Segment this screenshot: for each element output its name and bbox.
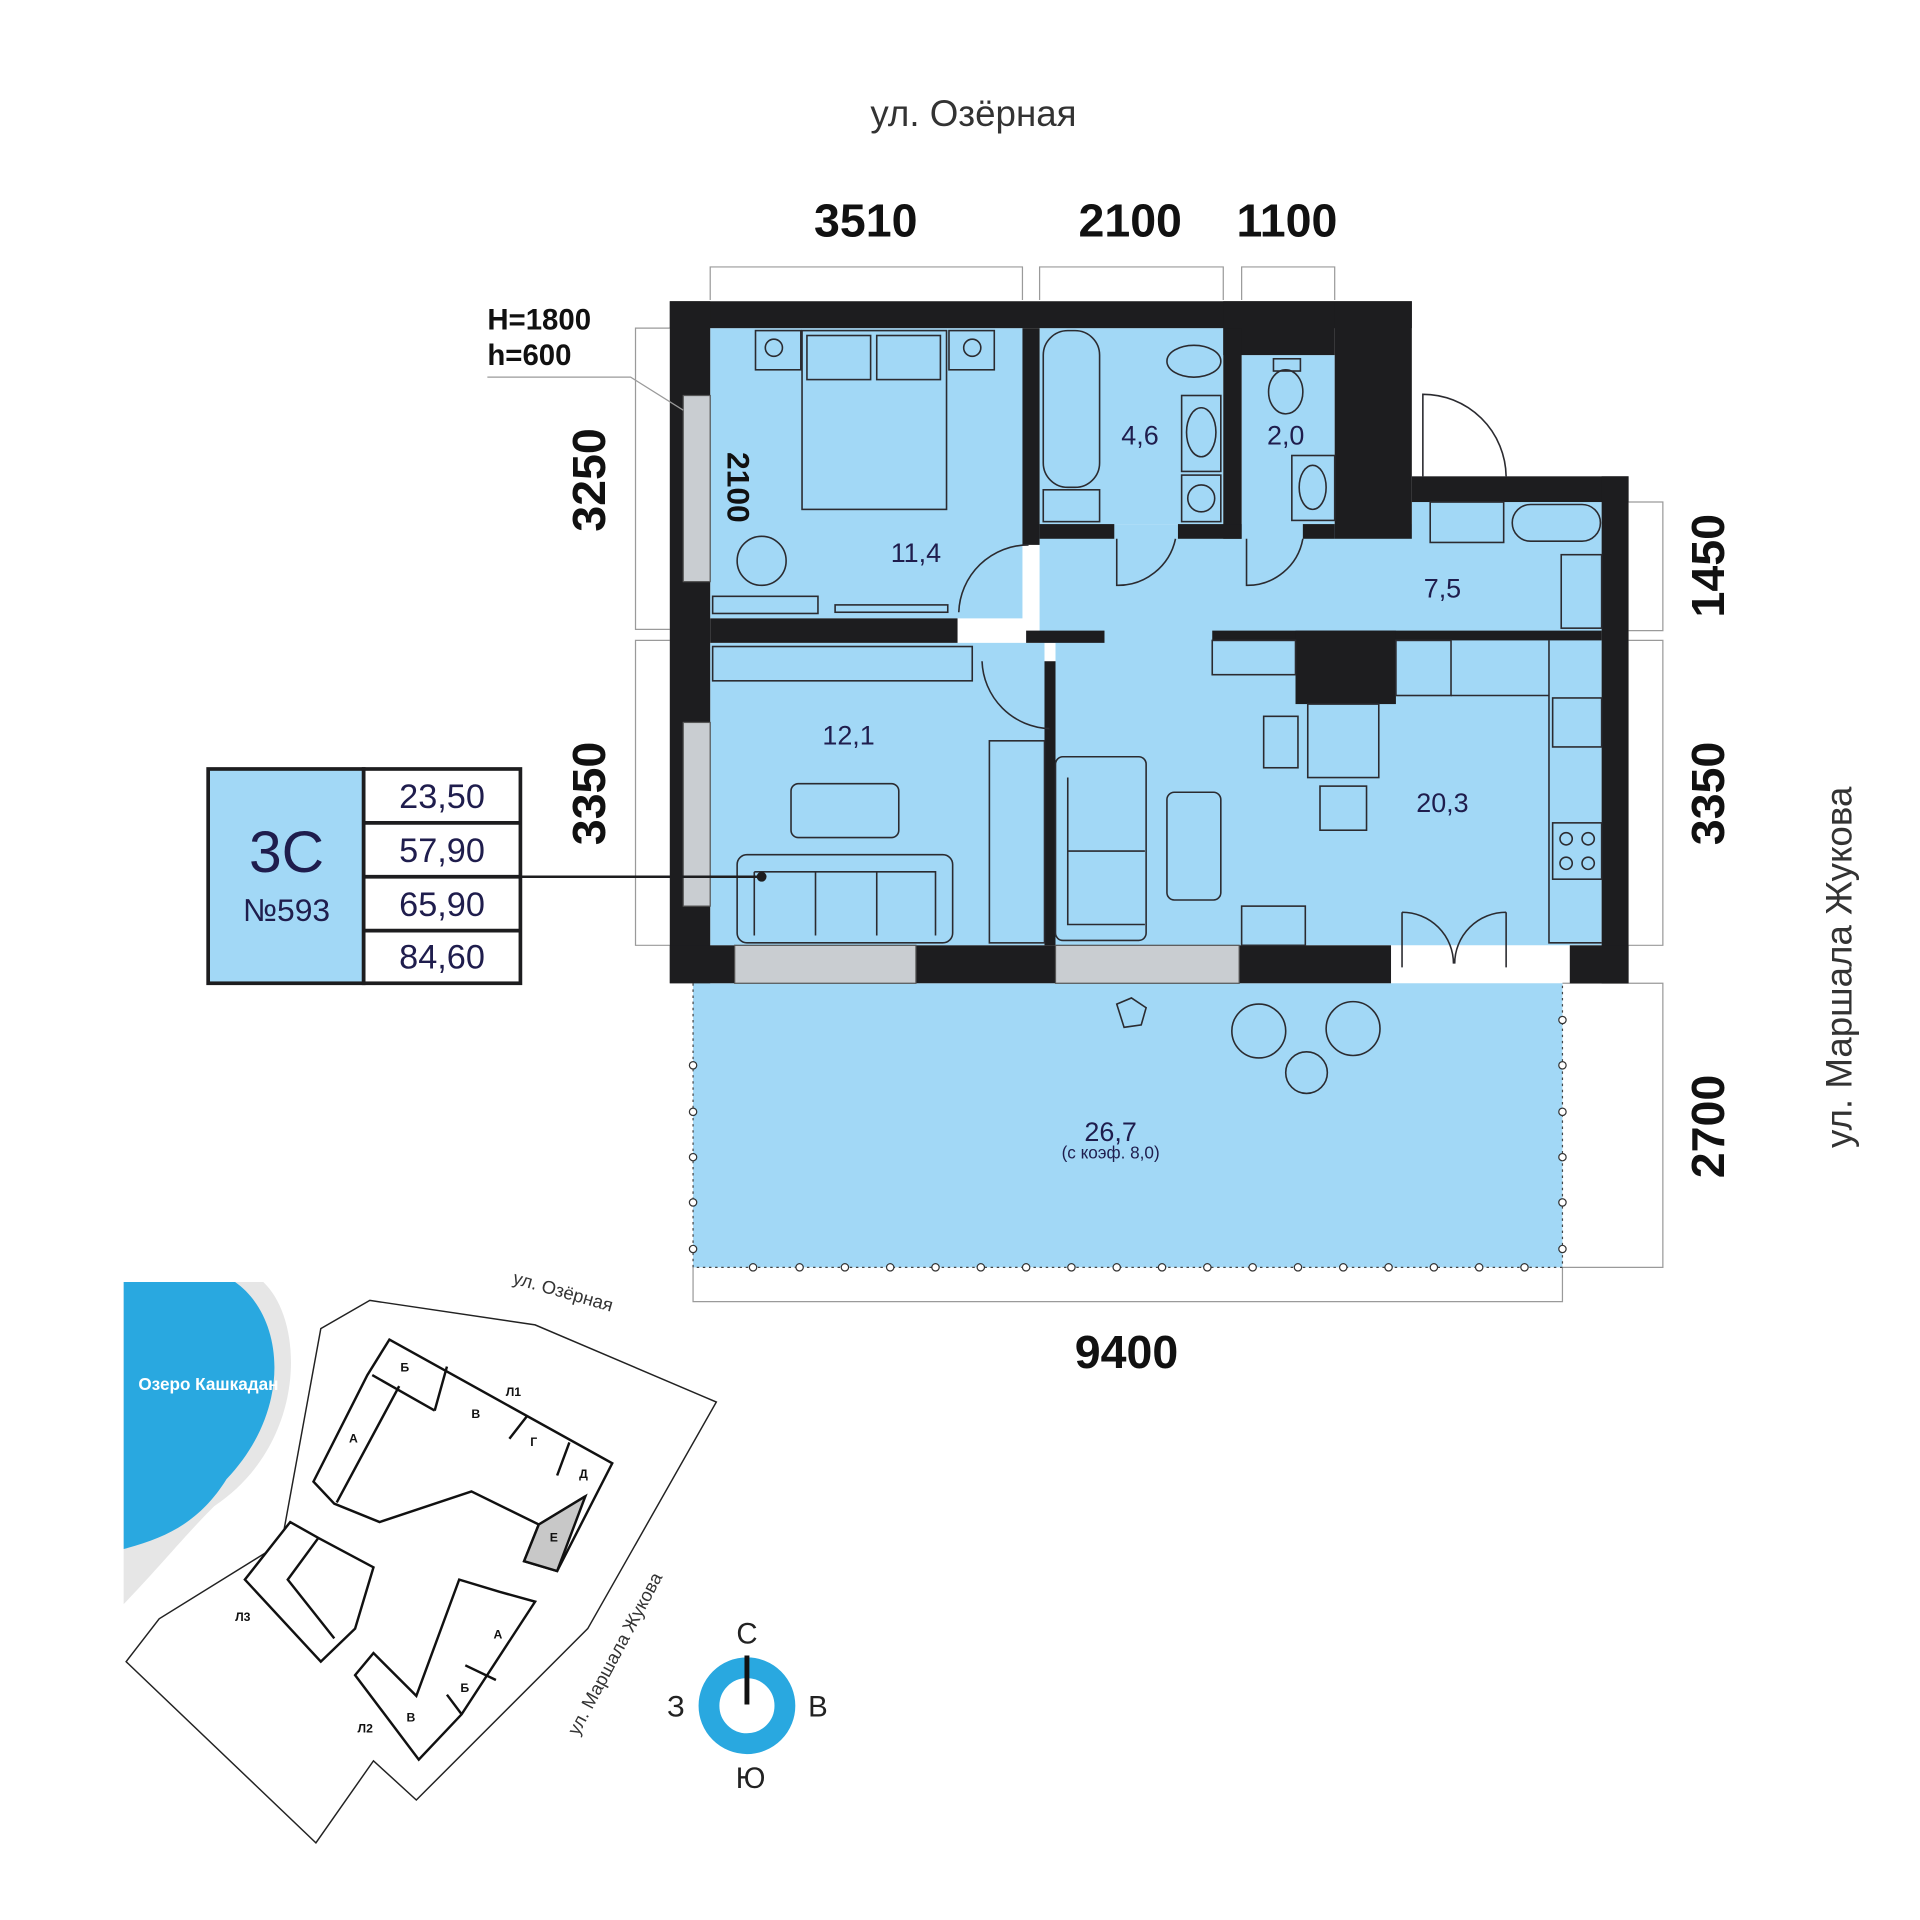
lake-label-1: Озеро Кашкадан [138, 1374, 278, 1394]
area-terrace: 26,7 [1084, 1117, 1136, 1147]
dim-left-1: 3250 [563, 428, 615, 531]
terrace-railing [688, 983, 1567, 1272]
bathtub [1042, 329, 1101, 489]
window-sill-note: h=600 [487, 339, 571, 372]
toilet [1166, 344, 1222, 378]
section-v: В [471, 1407, 480, 1421]
walls [669, 301, 1629, 984]
sofa-2 [1054, 755, 1147, 942]
terrace [693, 983, 1563, 1268]
terrace-furniture [1115, 997, 1381, 1095]
dim-top-3: 1100 [1236, 194, 1337, 246]
building-l1 [311, 1337, 614, 1573]
area-bathroom: 4,6 [1121, 420, 1158, 450]
dim-right-1: 1450 [1682, 514, 1734, 617]
building-l3 [243, 1520, 375, 1664]
window-note-leader [487, 376, 684, 411]
furniture [711, 329, 1603, 947]
info-value-2: 57,90 [399, 832, 485, 870]
site-boundary [125, 1299, 718, 1844]
building-l2-label: Л2 [358, 1722, 374, 1736]
area-toilet: 2,0 [1267, 420, 1304, 450]
compass-north: С [736, 1617, 757, 1650]
apartment-type: 3С [249, 820, 324, 885]
dim-bottom: 9400 [1075, 1326, 1178, 1378]
info-value-4: 84,60 [399, 939, 485, 977]
building-l3-label: Л3 [235, 1610, 251, 1624]
section-g: Г [530, 1435, 537, 1449]
bed [801, 329, 948, 511]
compass-south: Ю [736, 1762, 766, 1795]
compass-east: В [808, 1691, 828, 1724]
l2-section-a: А [493, 1627, 502, 1641]
section-a: А [349, 1431, 358, 1445]
street-top-label: ул. Озёрная [870, 93, 1076, 134]
compass-west: З [667, 1691, 685, 1724]
terrace-coefficient: (с коэф. 8,0) [1062, 1142, 1160, 1162]
window-height-note: H=1800 [487, 303, 591, 336]
area-bedroom: 11,4 [891, 538, 941, 568]
room-areas: 11,4 4,6 2,0 7,5 12,1 20,3 26,7 (с коэф.… [822, 420, 1468, 1162]
info-value-1: 23,50 [399, 778, 485, 816]
dim-right-2: 3350 [1682, 742, 1734, 845]
dining-table [1306, 703, 1380, 779]
area-kitchen: 20,3 [1416, 788, 1468, 818]
building-l2 [353, 1578, 538, 1762]
armchair [736, 535, 787, 587]
street-right-label: ул. Маршала Жукова [1818, 786, 1859, 1148]
map-street-top: ул. Озёрная [511, 1267, 616, 1316]
apartment-info-box: 3С №593 23,50 57,90 65,90 84,60 [206, 767, 767, 986]
coffee-table [790, 782, 900, 839]
dim-line-bottom [692, 1267, 1564, 1303]
l2-section-b: Б [460, 1681, 469, 1695]
map-street-right: ул. Маршала Жукова [563, 1568, 667, 1738]
sofa [736, 853, 954, 944]
dim-left-2: 3350 [563, 742, 615, 845]
info-value-3: 65,90 [399, 886, 485, 924]
dim-top-1: 3510 [814, 194, 917, 246]
highlight-section [522, 1493, 588, 1573]
apartment-number: №593 [243, 892, 330, 928]
dim-inner: 2100 [720, 452, 756, 523]
area-hall: 7,5 [1424, 574, 1461, 604]
compass: С Ю З В [667, 1617, 828, 1794]
dim-lines-top [709, 266, 1336, 300]
wardrobe [988, 740, 1046, 944]
section-d: Д [579, 1467, 588, 1481]
section-e: Е [550, 1531, 558, 1545]
l2-section-v: В [407, 1711, 416, 1725]
fridge [1395, 639, 1452, 697]
lake [123, 1282, 275, 1549]
left-dimensions: 3250 3350 [563, 327, 670, 946]
dim-right-3: 2700 [1682, 1075, 1734, 1178]
dim-top-2: 2100 [1078, 194, 1181, 246]
shelf [711, 645, 974, 682]
top-dimensions: 3510 2100 1100 [709, 194, 1337, 300]
section-b: Б [400, 1360, 409, 1374]
dim-lines-left [634, 327, 670, 946]
area-living: 12,1 [822, 720, 874, 750]
doors [957, 393, 1507, 968]
site-map: Озеро Кашкадан ул. Озёрная ул. Маршала Ж… [123, 1267, 718, 1844]
building-l1-label: Л1 [506, 1385, 522, 1399]
